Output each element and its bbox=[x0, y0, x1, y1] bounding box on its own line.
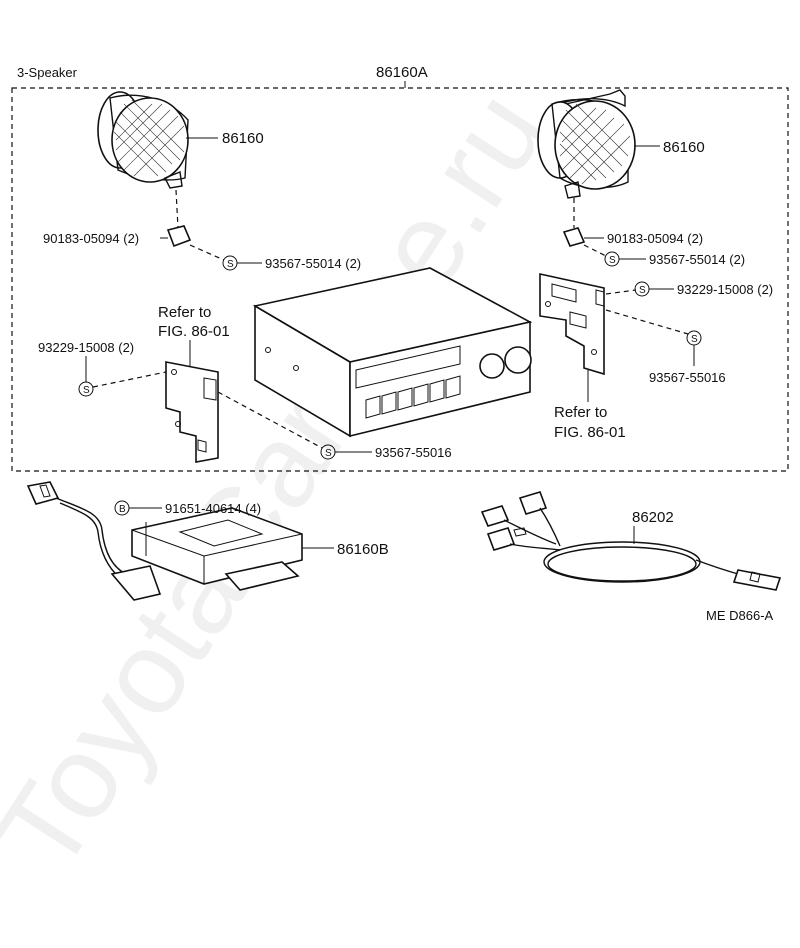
clip-left bbox=[166, 225, 192, 248]
bracket-right bbox=[539, 273, 605, 376]
callout-screw-right-speaker: 93567-55014 (2) bbox=[649, 252, 745, 267]
screw-right-bracket-symbol: S bbox=[639, 285, 646, 296]
screw-bottom-symbol: S bbox=[325, 448, 332, 459]
callout-bolt-amp: 91651-40614 (4) bbox=[165, 501, 261, 516]
callout-speaker-left: 86160 bbox=[222, 130, 264, 147]
callout-screw-left-speaker: 93567-55014 (2) bbox=[265, 256, 361, 271]
radio-unit bbox=[252, 267, 533, 438]
refer-left-line1: Refer to bbox=[158, 304, 211, 321]
callout-speaker-right: 86160 bbox=[663, 139, 705, 156]
assembly-boundary bbox=[11, 87, 789, 472]
screw-right-lower-symbol: S bbox=[691, 334, 698, 345]
callout-wire-harness: 86202 bbox=[632, 509, 674, 526]
callout-clip-right: 90183-05094 (2) bbox=[607, 231, 703, 246]
callout-screw-bottom: 93567-55016 bbox=[375, 445, 452, 460]
refer-right-line1: Refer to bbox=[554, 404, 607, 421]
speaker-left bbox=[97, 91, 189, 189]
amplifier-unit bbox=[26, 481, 303, 601]
callout-screw-right-bracket: 93229-15008 (2) bbox=[677, 282, 773, 297]
callout-screw-left-bracket: 93229-15008 (2) bbox=[38, 340, 134, 355]
refer-left-line2: FIG. 86-01 bbox=[158, 323, 230, 340]
wire-harness bbox=[480, 491, 782, 591]
callout-amplifier: 86160B bbox=[337, 541, 389, 558]
assembly-number: 86160A bbox=[376, 64, 428, 81]
drawing-code: ME D866-A bbox=[706, 608, 774, 623]
screw-right-speaker-symbol: S bbox=[609, 255, 616, 266]
callout-clip-left: 90183-05094 (2) bbox=[43, 231, 139, 246]
callout-screw-right-lower: 93567-55016 bbox=[649, 370, 726, 385]
bracket-left bbox=[165, 361, 219, 463]
refer-right-line2: FIG. 86-01 bbox=[554, 424, 626, 441]
group-label: 3-Speaker bbox=[17, 65, 78, 80]
clip-right bbox=[562, 227, 586, 247]
screw-left-bracket-symbol: S bbox=[83, 385, 90, 396]
screw-left-speaker-symbol: S bbox=[227, 259, 234, 270]
bolt-amp-symbol: B bbox=[119, 504, 126, 515]
speaker-right bbox=[537, 89, 636, 199]
watermark-text: ToyotaCar-line.ru bbox=[0, 69, 571, 894]
